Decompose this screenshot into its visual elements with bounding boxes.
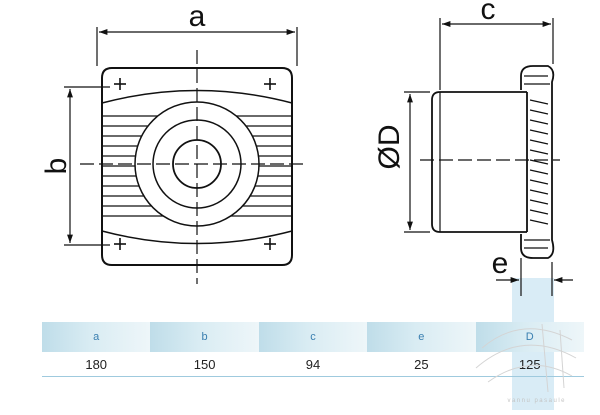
screw-marks	[114, 78, 276, 250]
dimension-c	[439, 18, 554, 90]
value-e: 25	[367, 352, 476, 377]
value-d: 125	[475, 352, 584, 377]
duct-body	[431, 91, 527, 233]
table-header-row: a b c e D	[42, 322, 584, 352]
dimension-b-label: b	[40, 158, 73, 175]
header-b: b	[150, 322, 259, 352]
front-plate-outline	[101, 67, 293, 266]
dimension-e	[496, 258, 573, 296]
flange-profile	[520, 65, 555, 259]
dimensions-table: a b c e D 180 150 94 25 125	[42, 322, 584, 377]
dimension-a-label: a	[189, 0, 206, 33]
side-view	[420, 65, 560, 259]
dimension-b	[64, 86, 110, 246]
value-a: 180	[42, 352, 151, 377]
table-row: 180 150 94 25 125	[42, 352, 584, 377]
dimension-d-label: ØD	[373, 124, 406, 169]
dimension-d	[404, 91, 430, 233]
dimension-a	[96, 27, 298, 66]
header-d: D	[475, 322, 584, 352]
header-a: a	[42, 322, 151, 352]
front-view	[80, 50, 306, 284]
grille-ribs	[524, 75, 550, 249]
header-c: c	[258, 322, 368, 352]
header-e: e	[367, 322, 476, 352]
dimension-c-label: c	[481, 0, 496, 26]
value-b: 150	[150, 352, 259, 377]
value-c: 94	[258, 352, 368, 377]
dimension-e-label: e	[492, 247, 509, 280]
